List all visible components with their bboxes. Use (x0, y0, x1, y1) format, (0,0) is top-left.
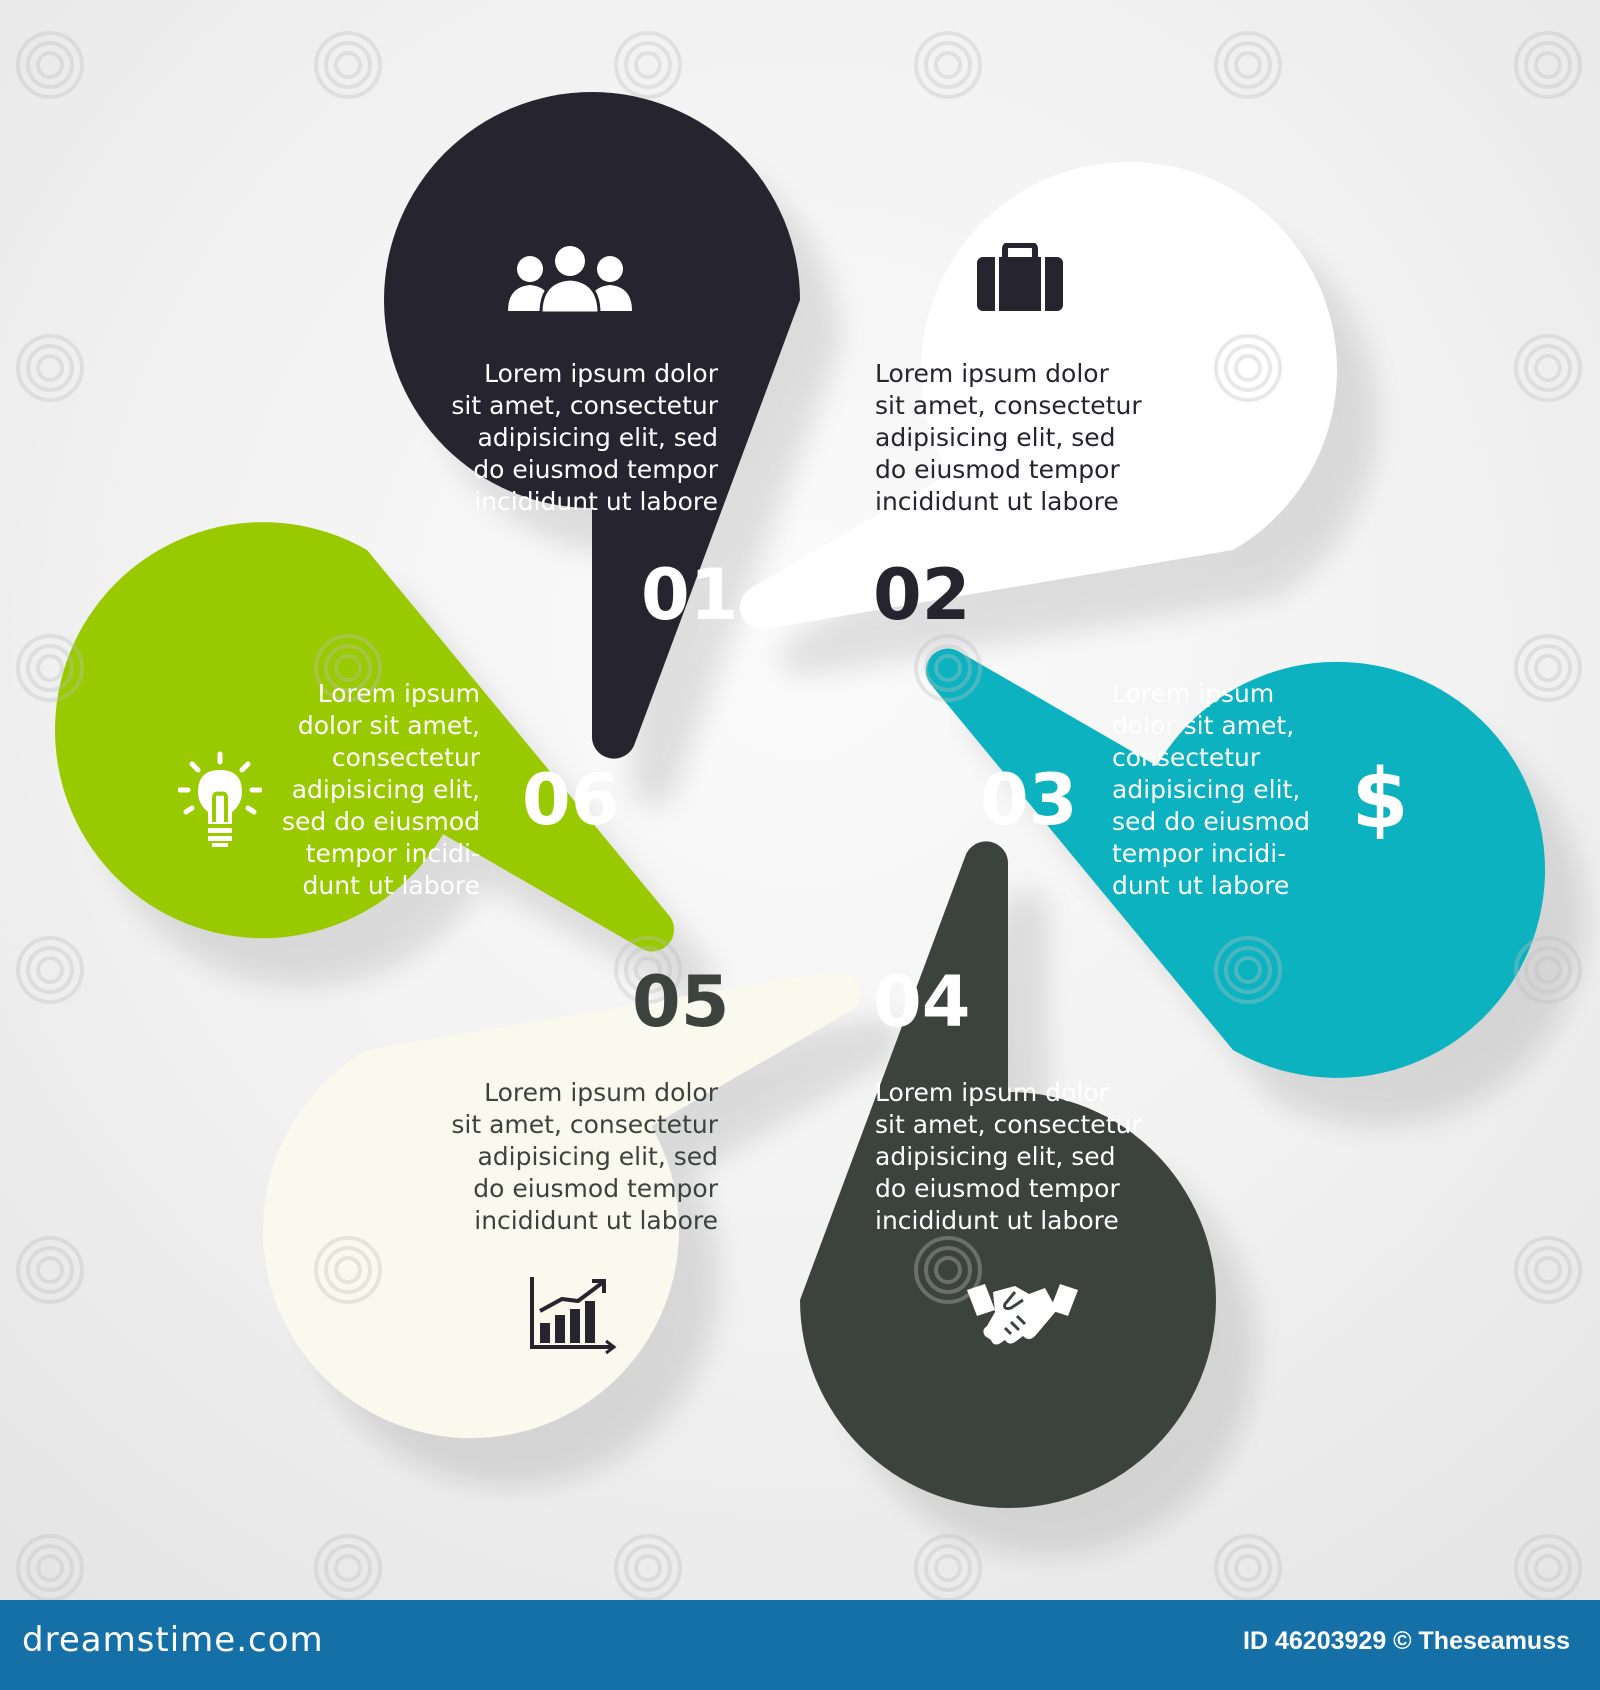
petal-03-description: Lorem ipsum dolor sit amet, consectetur … (1112, 679, 1311, 900)
petal-05-description: Lorem ipsum dolor sit amet, consectetur … (451, 1078, 718, 1235)
watermark-spiral-icon (16, 1236, 84, 1304)
petal-05-number: 05 (632, 961, 730, 1043)
watermark-spiral-icon (16, 936, 84, 1004)
watermark-spiral-icon (914, 1236, 982, 1304)
watermark-spiral-icon (314, 634, 382, 702)
watermark-spiral-icon (314, 31, 382, 99)
watermark-spiral-icon (914, 31, 982, 99)
watermark-spiral-icon (1514, 1534, 1582, 1600)
watermark-spiral-icon (1514, 936, 1582, 1004)
watermark-spiral-icon (614, 31, 682, 99)
watermark-spiral-icon (1214, 334, 1282, 402)
watermark-spiral-icon (1514, 634, 1582, 702)
dollar-icon: $ (1351, 752, 1409, 847)
lightbulb-icon (177, 750, 263, 854)
petal-diagram (0, 31, 1600, 1600)
petal-01-number: 01 (641, 554, 739, 636)
handshake-icon (965, 1270, 1080, 1354)
watermark-spiral-icon (1214, 1534, 1282, 1600)
people-group-icon (505, 243, 635, 317)
petal-02-description: Lorem ipsum dolor sit amet, consectetur … (875, 359, 1142, 516)
watermark-spiral-icon (1514, 1236, 1582, 1304)
infographic-canvas: 01 Lorem ipsum dolor sit amet, consectet… (0, 0, 1600, 1600)
watermark-spiral-icon (914, 634, 982, 702)
petal-04-number: 04 (873, 961, 971, 1043)
image-credit: ID 46203929 © Theseamuss (1243, 1627, 1570, 1655)
watermark-spiral-icon (1214, 936, 1282, 1004)
petal-02-number: 02 (873, 554, 971, 636)
watermarks (16, 31, 1582, 1600)
watermark-spiral-icon (314, 1236, 382, 1304)
watermark-spiral-icon (16, 1534, 84, 1600)
watermark-spiral-icon (914, 1534, 982, 1600)
bar-chart-icon (528, 1275, 618, 1359)
petal-04-description: Lorem ipsum dolor sit amet, consectetur … (875, 1078, 1142, 1235)
watermark-spiral-icon (1514, 334, 1582, 402)
watermark-spiral-icon (614, 936, 682, 1004)
watermark-spiral-icon (16, 31, 84, 99)
petal-01-description: Lorem ipsum dolor sit amet, consectetur … (451, 359, 718, 516)
stock-footer-bar: dreamstime.com ID 46203929 © Theseamuss (0, 1600, 1600, 1690)
watermark-spiral-icon (314, 1534, 382, 1600)
watermark-spiral-icon (614, 1534, 682, 1600)
petal-03-number: 03 (980, 759, 1078, 841)
petal-06-number: 06 (522, 759, 620, 841)
watermark-spiral-icon (16, 634, 84, 702)
site-logo[interactable]: dreamstime.com (22, 1620, 324, 1660)
watermark-spiral-icon (1514, 31, 1582, 99)
watermark-spiral-icon (16, 334, 84, 402)
briefcase-icon (975, 242, 1065, 317)
petal-06-description: Lorem ipsum dolor sit amet, consectetur … (281, 679, 480, 900)
watermark-spiral-icon (1214, 31, 1282, 99)
